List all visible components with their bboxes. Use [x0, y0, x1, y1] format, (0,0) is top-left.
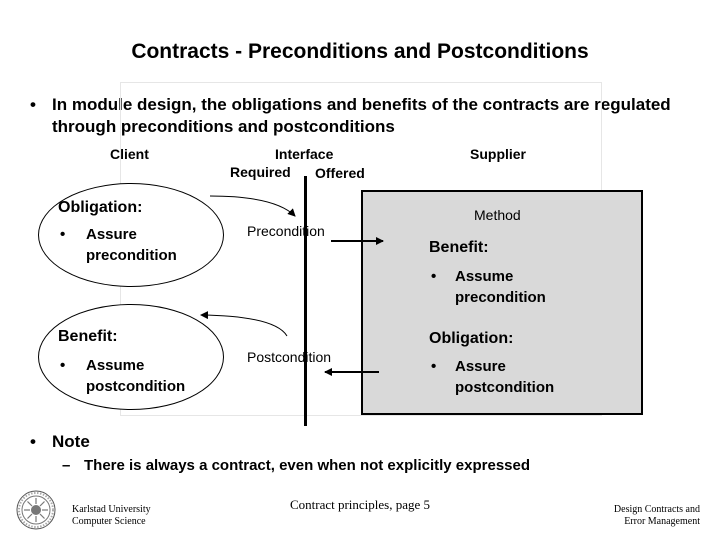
method-obligation-title: Obligation: [429, 330, 514, 347]
slide-title: Contracts - Preconditions and Postcondit… [131, 40, 589, 63]
offered-label: Offered [315, 165, 365, 181]
client-obligation-item: Assure precondition [86, 226, 177, 264]
interface-line [304, 176, 307, 426]
method-box [361, 190, 643, 415]
client-obligation-title: Obligation: [58, 199, 143, 216]
footer-page: Contract principles, page 5 [289, 497, 431, 512]
required-label: Required [230, 164, 291, 180]
client-benefit-title: Benefit: [58, 328, 118, 345]
university-seal-icon [16, 490, 56, 530]
method-benefit-item: Assume precondition [455, 268, 546, 306]
method-benefit-title: Benefit: [429, 239, 489, 256]
postcondition-label: Postcondition [247, 349, 332, 365]
footer-university: Karlstad University [72, 504, 151, 515]
client-benefit-bullet: • [60, 357, 66, 374]
footer-department: Computer Science [72, 516, 146, 527]
required-precondition-arrow [209, 195, 296, 217]
client-obligation-ellipse [38, 183, 224, 287]
client-benefit-item: Assume postcondition [86, 357, 186, 395]
method-obligation-bullet: • [431, 358, 437, 375]
footer-course-line2: Error Management [624, 516, 700, 527]
client-obligation-bullet: • [60, 226, 66, 243]
note-title: Note [52, 432, 90, 451]
client-header: Client [110, 146, 149, 162]
method-benefit-bullet: • [431, 268, 437, 285]
note-dash: – [62, 457, 71, 474]
interface-header: Interface [275, 146, 334, 162]
method-title: Method [474, 207, 521, 223]
note-bullet: • [30, 432, 36, 451]
supplier-header: Supplier [470, 146, 527, 162]
footer-course-line1: Design Contracts and [613, 504, 700, 515]
method-obligation-item: Assure postcondition [455, 358, 555, 396]
precondition-label: Precondition [247, 223, 325, 239]
intro-text: In module design, the obligations and be… [52, 95, 671, 136]
postcondition-to-client-arrow [200, 311, 288, 337]
client-benefit-ellipse [38, 304, 224, 410]
note-text: There is always a contract, even when no… [84, 457, 531, 474]
bullet-marker: • [30, 95, 36, 114]
